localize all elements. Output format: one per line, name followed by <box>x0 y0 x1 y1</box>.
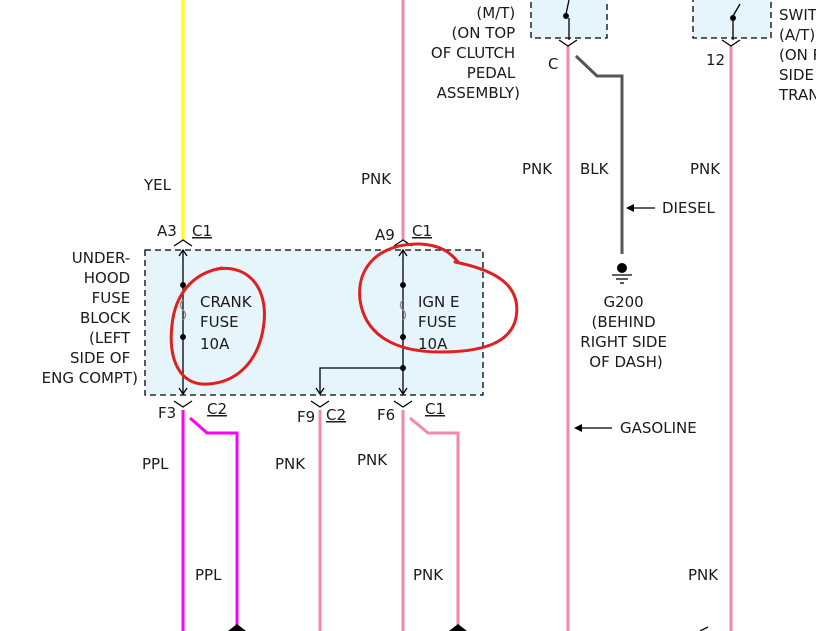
wire-ppl-branch <box>189 416 239 625</box>
wire-label-pnk-f6: PNK <box>357 451 388 469</box>
wire-label-pnk-top: PNK <box>361 170 392 188</box>
crank-fuse-label: CRANK FUSE 10A <box>200 293 256 353</box>
connector-c2-f9-label: C2 <box>326 406 346 424</box>
ign-fuse-highlight-circle <box>358 242 519 354</box>
ign-fuse-circuit <box>315 248 408 396</box>
wire-pnk-f6-branch <box>409 416 460 625</box>
diesel-arrow-icon <box>626 204 655 212</box>
connector-c1-f6-label: C1 <box>425 400 445 418</box>
ground-icon <box>612 263 632 284</box>
fuse-block-label: UNDER- HOOD FUSE BLOCK (LEFT SIDE OF ENG… <box>42 249 138 387</box>
clutch-switch-contact <box>563 0 570 40</box>
connector-c1-a3-label: C1 <box>192 222 212 240</box>
pin-a3-label: A3 <box>157 222 177 240</box>
wire-label-pnk-bottom-mid: PNK <box>413 566 444 584</box>
g200-label: G200 (BEHIND RIGHT SIDE OF DASH) <box>580 293 671 371</box>
connector-c2-f3-label: C2 <box>207 400 227 418</box>
wire-label-pnk-bottom-right: PNK <box>688 566 719 584</box>
ign-fuse-label: IGN E FUSE 10A <box>418 293 464 353</box>
pin-12-label: 12 <box>706 51 725 69</box>
gasoline-arrow-icon <box>574 424 612 432</box>
diesel-label: DIESEL <box>662 199 715 217</box>
wire-label-blk: BLK <box>580 160 610 178</box>
wire-label-ppl-top: PPL <box>142 455 169 473</box>
wire-label-pnk-c: PNK <box>522 160 553 178</box>
wire-blk-diesel <box>574 54 624 254</box>
pin-c-label: C <box>548 55 558 73</box>
connector-c1-a9-label: C1 <box>412 222 432 240</box>
clutch-switch-label: (M/T) (ON TOP OF CLUTCH PEDAL ASSEMBLY) <box>431 4 520 102</box>
trans-switch-contact <box>730 3 741 40</box>
pin-f3-label: F3 <box>158 404 176 422</box>
wire-label-yel: YEL <box>143 176 172 194</box>
wire-label-pnk-f9: PNK <box>275 455 306 473</box>
pin-f6-label: F6 <box>377 406 395 424</box>
pin-a9-label: A9 <box>375 226 395 244</box>
trans-switch-label: SWIT (A/T) (ON R SIDE TRAN <box>778 6 816 104</box>
crank-fuse-circuit <box>178 248 188 396</box>
wire-label-pnk-12: PNK <box>690 160 721 178</box>
bottom-arrowheads <box>228 624 709 631</box>
wire-label-ppl-bottom: PPL <box>195 566 222 584</box>
crank-fuse-highlight-circle <box>169 266 266 386</box>
pin-f9-label: F9 <box>297 408 315 426</box>
gasoline-label: GASOLINE <box>620 419 697 437</box>
